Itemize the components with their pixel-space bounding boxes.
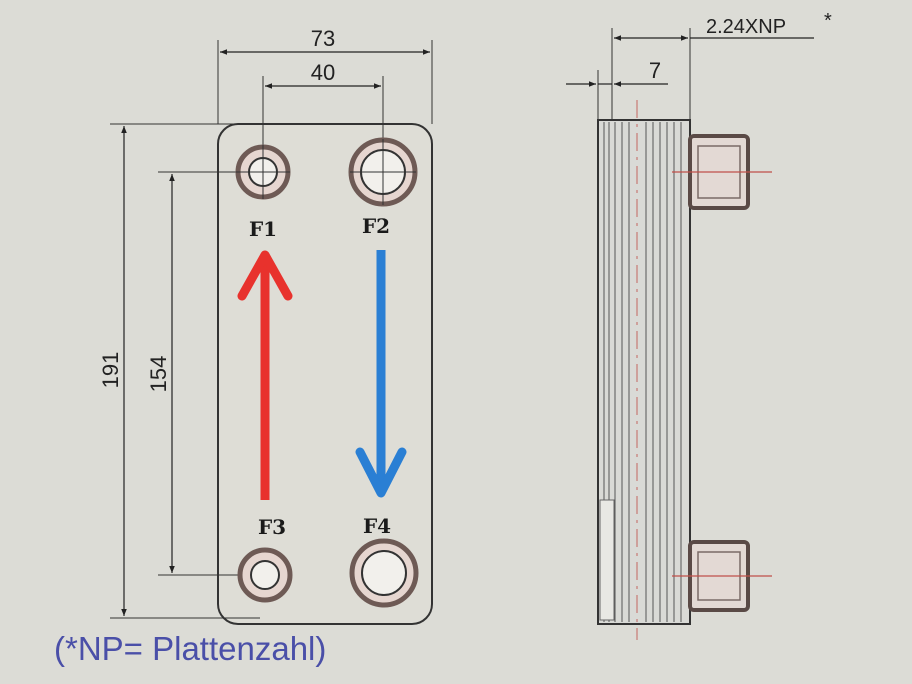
plate-outline xyxy=(217,123,433,625)
port-label-f1: F1 xyxy=(249,217,277,241)
port-label-f2: F2 xyxy=(362,214,390,238)
port-f2 xyxy=(348,137,418,207)
cold-flow-down-arrow-icon xyxy=(355,250,407,498)
port-label-f3: F3 xyxy=(258,515,286,539)
port-f4 xyxy=(349,538,419,608)
side-view: 2.24XNP * 7 xyxy=(566,10,832,640)
dimension-port-spacing-40: 40 xyxy=(265,60,381,89)
dimension-label-154: 154 xyxy=(146,356,171,393)
dimension-label-73: 73 xyxy=(311,26,335,51)
dimension-width-73: 73 xyxy=(220,26,430,55)
plate-count-note: (*NP= Plattenzahl) xyxy=(54,630,327,667)
dimension-label-7: 7 xyxy=(649,58,661,83)
front-view: 73 40 191 154 xyxy=(98,26,433,625)
dimension-label-depth: 2.24XNP xyxy=(706,16,786,38)
hot-flow-up-arrow-icon xyxy=(237,250,293,500)
port-label-f4: F4 xyxy=(363,514,391,538)
top-connector xyxy=(672,134,772,210)
dimension-depth: 2.24XNP * xyxy=(614,10,832,41)
dimension-offset-7: 7 xyxy=(566,58,668,87)
bottom-connector xyxy=(672,540,772,612)
dimension-label-40: 40 xyxy=(311,60,335,85)
port-f3 xyxy=(237,547,293,603)
port-f1 xyxy=(235,144,291,200)
plate-lines xyxy=(603,122,682,622)
dimension-port-spacing-154: 154 xyxy=(146,174,175,573)
dimension-label-191: 191 xyxy=(98,352,123,389)
dimension-height-191: 191 xyxy=(98,125,127,616)
dimension-label-asterisk: * xyxy=(824,10,832,32)
